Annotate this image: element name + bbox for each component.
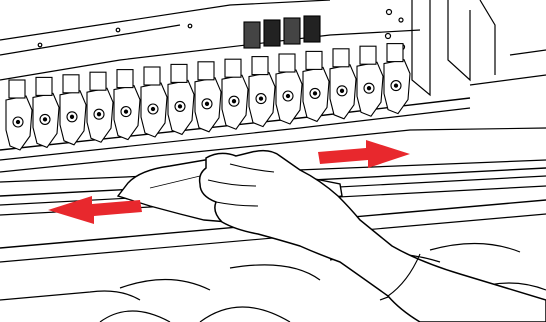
carriage-unit bbox=[195, 62, 221, 132]
ink-cartridge bbox=[284, 18, 300, 44]
carriage-unit bbox=[141, 67, 167, 137]
carriage-unit bbox=[168, 64, 194, 134]
ink-cartridge bbox=[264, 20, 280, 46]
carriage-unit bbox=[357, 46, 383, 116]
carriage-unit bbox=[384, 44, 410, 114]
carriage-unit bbox=[114, 70, 140, 140]
carriage-unit bbox=[276, 54, 302, 124]
ink-cartridge bbox=[244, 22, 260, 48]
ink-cartridge bbox=[304, 16, 320, 42]
carriage-unit bbox=[6, 80, 32, 150]
carriage-unit bbox=[60, 75, 86, 145]
carriage-unit bbox=[87, 72, 113, 142]
carriage-unit bbox=[33, 77, 59, 147]
arrow-right-icon bbox=[318, 140, 410, 168]
carriage-assembly bbox=[6, 16, 410, 150]
carriage-unit bbox=[249, 57, 275, 127]
carriage-unit bbox=[303, 51, 329, 121]
carriage-unit bbox=[330, 49, 356, 119]
carriage-unit bbox=[222, 59, 248, 129]
